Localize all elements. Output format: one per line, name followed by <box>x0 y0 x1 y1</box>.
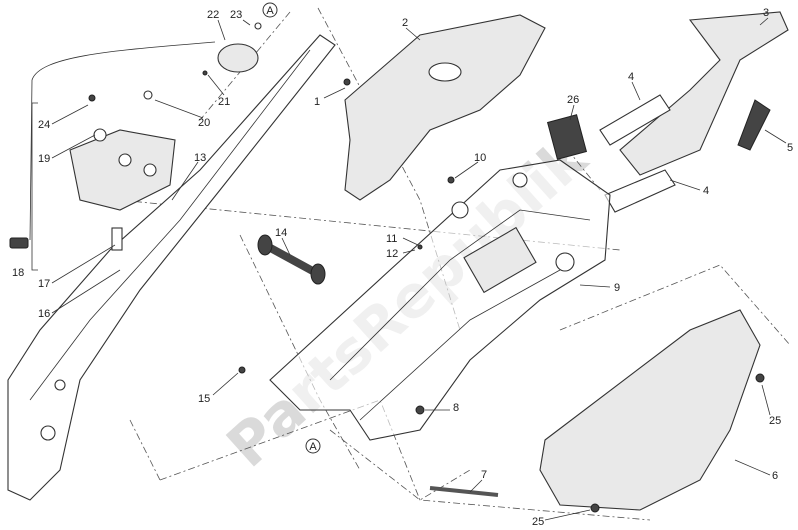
bracket-19 <box>69 129 176 211</box>
pin-7 <box>429 486 499 497</box>
shaft-14 <box>257 234 326 285</box>
callout-20[interactable]: 20 <box>198 117 210 129</box>
svg-text:A: A <box>309 441 317 453</box>
callout-17[interactable]: 17 <box>38 278 50 290</box>
plate-22 <box>217 43 259 73</box>
callout-6[interactable]: 6 <box>772 470 778 482</box>
callout-16[interactable]: 16 <box>38 308 50 320</box>
callout-15[interactable]: 15 <box>198 393 210 405</box>
callout-8[interactable]: 8 <box>453 402 459 414</box>
leader-lines <box>31 17 787 521</box>
bracket-4-lower <box>604 169 676 213</box>
callout-22[interactable]: 22 <box>207 9 219 21</box>
callout-12[interactable]: 12 <box>386 248 398 260</box>
callout-10[interactable]: 10 <box>474 152 486 164</box>
callout-24[interactable]: 24 <box>38 119 50 131</box>
callout-4-lower[interactable]: 4 <box>703 185 709 197</box>
callout-25-right[interactable]: 25 <box>769 415 781 427</box>
callout-21[interactable]: 21 <box>218 96 230 108</box>
callout-23[interactable]: 23 <box>230 9 242 21</box>
undertray-6 <box>539 309 761 511</box>
callout-13[interactable]: 13 <box>194 152 206 164</box>
callout-5[interactable]: 5 <box>787 142 793 154</box>
grab-handle-3 <box>619 11 789 176</box>
strap-5 <box>737 99 771 151</box>
callout-14[interactable]: 14 <box>275 227 287 239</box>
part-26 <box>546 114 588 160</box>
subframe-9 <box>269 159 611 441</box>
callout-9[interactable]: 9 <box>614 282 620 294</box>
callout-1[interactable]: 1 <box>314 96 320 108</box>
callout-2[interactable]: 2 <box>402 17 408 29</box>
callout-25-bottom[interactable]: 25 <box>532 516 544 528</box>
callout-3[interactable]: 3 <box>763 7 769 19</box>
reference-marker-bottom: A <box>305 438 321 454</box>
reference-marker-top: A <box>262 2 278 18</box>
callout-26[interactable]: 26 <box>567 94 579 106</box>
frame-arm <box>7 34 336 501</box>
callout-18[interactable]: 18 <box>12 267 24 279</box>
svg-text:A: A <box>266 5 274 17</box>
cover-2 <box>344 14 546 201</box>
callout-19[interactable]: 19 <box>38 153 50 165</box>
callout-7[interactable]: 7 <box>481 469 487 481</box>
bracket-4-upper <box>599 94 671 146</box>
callout-11[interactable]: 11 <box>386 233 397 245</box>
callout-4-upper[interactable]: 4 <box>628 71 634 83</box>
callout-labels: 22 23 2 3 1 21 20 24 19 13 4 4 26 5 10 1… <box>12 7 793 528</box>
